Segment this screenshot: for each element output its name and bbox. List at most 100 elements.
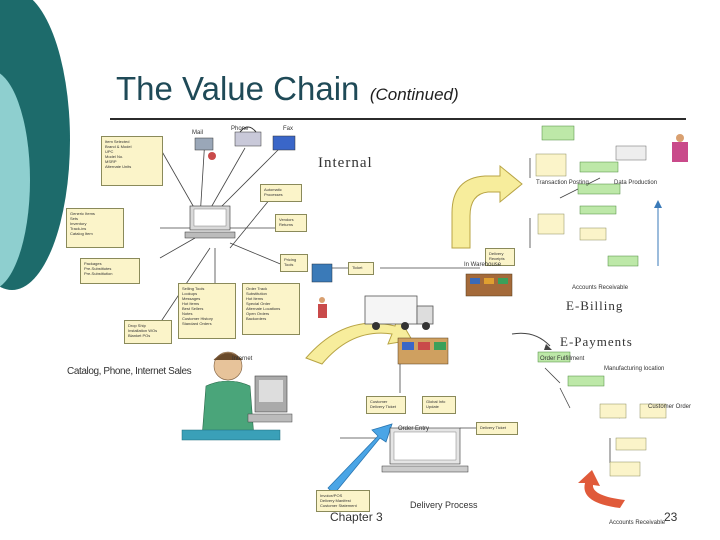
transaction-posting-label: Transaction Posting [536,180,589,186]
customer-delivery-ticket-line: Delivery Ticket [370,404,397,409]
order-entry-computer [381,427,469,473]
generic-items-line: Sets [70,216,79,221]
page-number: 23 [664,510,678,524]
global-info-line: Update [426,404,439,409]
delivery-receipts-box: Delivery Receipts [485,248,515,266]
pricing-tools-line: Pricing [284,257,297,262]
title-rule [110,118,686,120]
drop-ship-box: Drop Ship Installation WOs Blanket POs [124,320,172,344]
selling-tools-line: Standard Orders [182,321,212,326]
warehouse-shelves [311,263,513,365]
fax-label: Fax [283,126,294,132]
selling-tools-line: Selling Tools [182,286,205,291]
item-info-line: MSRP [105,159,117,164]
delivery-receipts-line: Delivery [489,251,504,256]
corner-decoration [0,0,70,290]
invoice-line: Delivery Manifest [320,498,351,503]
footer-chapter: Chapter 3 [330,510,383,524]
packages-box: Packages Pre-Substitutes Pre-Substitutio… [80,258,140,284]
order-fulfillment-label: Order Fulfillment [540,356,585,362]
curved-arrow-internal [451,164,523,249]
delivery-ticket-line: Delivery Ticket [480,425,507,430]
accounts-receivable-top-label: Accounts Receivable [572,285,629,291]
delivery-truck [364,295,434,330]
internet-label: Internet [232,356,253,362]
global-info-box: Global Info Update [422,396,456,414]
generic-items-box: Generic Items Sets Inventory Track-ins C… [66,208,124,248]
packages-line: Pre-Substitution [84,271,113,276]
internal-label: Internal [318,155,373,171]
ticket-box: Ticket [348,262,374,275]
order-track-line: Substitution [246,291,267,296]
order-track-line: Backorders [246,316,267,321]
blue-arrow-delivery [327,423,393,495]
e-payments-label: E-Payments [560,334,633,349]
data-production-label: Data Production [614,180,658,186]
selling-tools-line: Lookups [182,291,198,296]
delivery-ticket-box: Delivery Ticket [476,422,518,435]
customer-delivery-ticket-box: Customer Delivery Ticket [366,396,406,414]
order-track-line: Special Order [246,301,271,306]
mail-label: Mail [192,130,204,136]
order-track-box: Order Track Substitution Hot Items Speci… [242,283,300,335]
arrow-to-manufacturing [511,332,551,347]
item-info-box: Item Selected Brand & Model UPC Model No… [101,136,163,186]
generic-items-line: Generic Items [70,211,95,216]
e-billing-label: E-Billing [566,298,624,313]
accounts-receivable-bottom-label: Accounts Receivable [609,520,666,526]
drop-ship-line: Drop Ship [128,323,146,328]
generic-items-line: Track-ins [70,226,87,231]
automatic-processes-box: Automatic Processes [260,184,302,202]
slide-subtitle: (Continued) [369,85,459,104]
manufacturing-location-label: Manufacturing location [604,366,665,372]
generic-items-line: Catalog Item [70,231,93,236]
phone-label: Phone [231,126,249,132]
people-figures [318,134,688,318]
selling-tools-line: Notes [182,311,193,316]
slide-title: The Value Chain [116,70,360,107]
invoice-line: Customer Statement [320,503,357,508]
in-warehouse-label: In Warehouse [464,262,502,268]
input-devices [184,126,296,239]
selling-tools-line: Best Sellers [182,306,204,311]
automatic-processes-line: Processes [264,192,283,197]
ticket-line: Ticket [352,265,363,270]
order-track-line: Alternate Locations [246,306,281,311]
item-info-line: UPC [105,149,114,154]
item-info-line: Brand & Model [105,144,132,149]
decor-circle-light [0,73,30,287]
global-info-line: Global Info [426,399,446,404]
packages-line: Pre-Substitutes [84,266,112,271]
red-arrow-ar [578,470,625,508]
item-info-line: Model No. [105,154,124,159]
order-track-line: Hot Items [246,296,264,301]
drop-ship-line: Installation WOs [128,328,158,333]
selling-tools-line: Hot Items [182,301,200,306]
item-info-line: Alternate Units [105,164,132,169]
value-chain-diagram [159,125,688,508]
selling-tools-box: Selling Tools Lookups Messages Hot Items… [178,283,236,339]
automatic-processes-line: Automatic [264,187,282,192]
customer-delivery-ticket-line: Customer [370,399,388,404]
catalog-label: Catalog, Phone, Internet Sales [67,366,192,377]
order-entry-label: Order Entry [398,426,430,432]
catalog-agent-illustration [181,351,293,441]
customer-order-label: Customer Order [648,404,692,410]
packages-line: Packages [84,261,102,266]
invoice-box: Invoice/POS Delivery Manifest Customer S… [316,490,370,512]
item-info-line: Item Selected [105,139,130,144]
selling-tools-line: Customer History [182,316,213,321]
delivery-receipts-line: Receipts [489,256,505,261]
delivery-process-label: Delivery Process [410,500,478,510]
order-track-line: Open Orders [246,311,270,316]
invoice-line: Invoice/POS [320,493,343,498]
slide-title-wrap: The Value Chain (Continued) [116,70,459,108]
vendors-returns-line: Vendors [279,217,294,222]
pricing-tools-box: Pricing Tools [280,254,308,272]
vendors-returns-line: Returns [279,222,294,227]
selling-tools-line: Messages [182,296,201,301]
pricing-tools-line: Tools [284,262,294,267]
generic-items-line: Inventory [70,221,87,226]
right-process-boxes [535,125,667,477]
drop-ship-line: Blanket POs [128,333,151,338]
